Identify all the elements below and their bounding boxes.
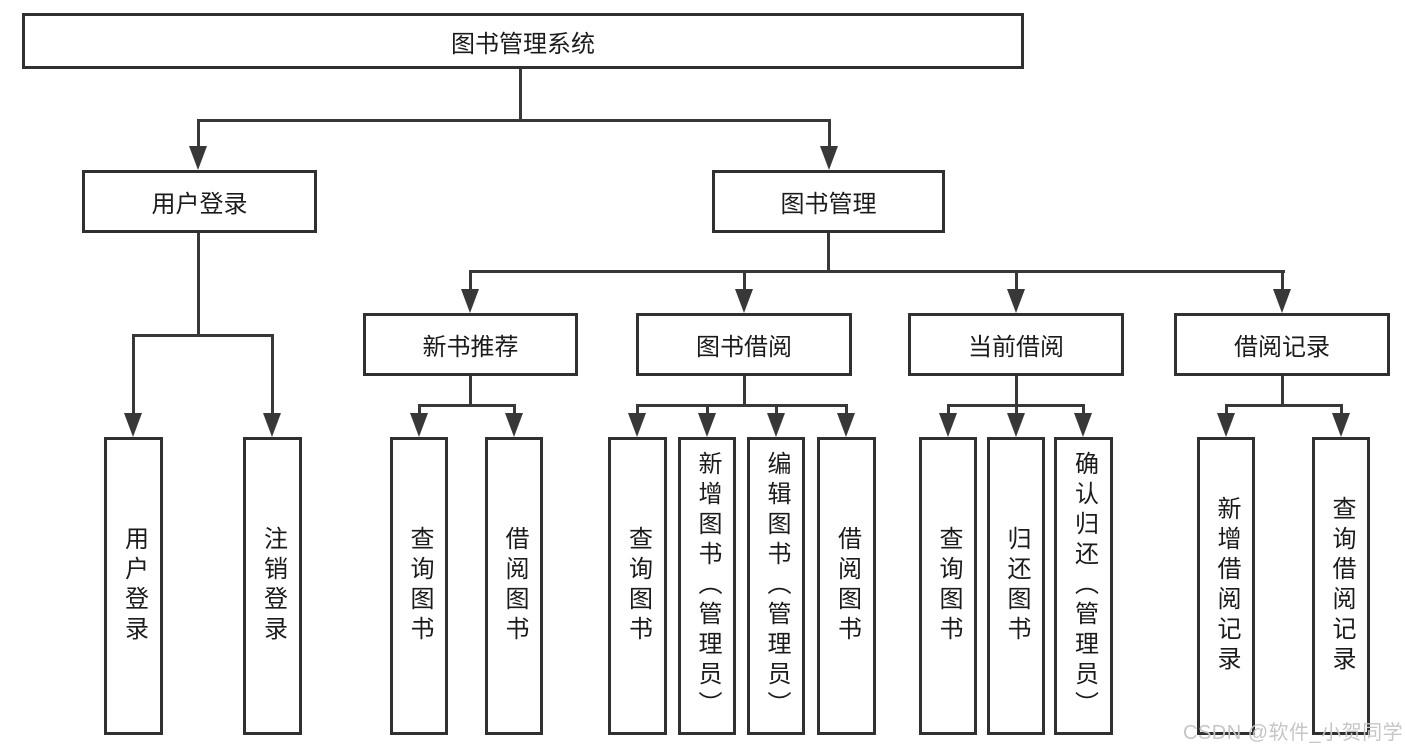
arrow-down-icon [1273, 289, 1291, 313]
arrow-down-icon [698, 413, 716, 437]
arrow-down-icon [820, 146, 838, 170]
node-user-login: 用户登录 [82, 170, 317, 233]
connector-line [132, 334, 135, 415]
arrow-down-icon [124, 413, 142, 437]
arrow-down-icon [461, 289, 479, 313]
node-new-book-recommendation: 新书推荐 [363, 313, 578, 376]
connector-line [1082, 404, 1085, 415]
leaf-add-borrow-record: 新增借阅记录 [1197, 437, 1255, 735]
connector-line [845, 404, 848, 415]
connector-line [1340, 404, 1343, 415]
arrow-down-icon [189, 146, 207, 170]
connector-line [197, 233, 200, 337]
node-borrowing-records: 借阅记录 [1174, 313, 1390, 376]
leaf-confirm-return-admin: 确认归还（管理员） [1054, 437, 1113, 735]
connector-line [706, 404, 709, 415]
node-current-borrowing: 当前借阅 [908, 313, 1124, 376]
leaf-borrow-books-newbook: 借阅图书 [485, 437, 543, 735]
watermark: CSDN @软件_小贺同学 [1183, 722, 1404, 744]
connector-line [1225, 404, 1228, 415]
leaf-query-borrow-record: 查询借阅记录 [1312, 437, 1370, 735]
connector-line [132, 334, 274, 337]
connector-line [743, 270, 746, 290]
leaf-query-books-borrowing: 查询图书 [608, 437, 667, 735]
connector-line [743, 376, 746, 407]
connector-line [1225, 404, 1343, 407]
leaf-user-login: 用户登录 [104, 437, 163, 735]
arrow-down-icon [939, 413, 957, 437]
connector-line [271, 334, 274, 415]
arrow-down-icon [735, 289, 753, 313]
node-library-management-system: 图书管理系统 [22, 13, 1024, 69]
connector-line [1015, 404, 1018, 415]
arrow-down-icon [1007, 413, 1025, 437]
connector-line [519, 69, 522, 122]
leaf-add-books-admin: 新增图书（管理员） [678, 437, 736, 735]
connector-line [828, 119, 831, 148]
leaf-borrow-books-borrowing: 借阅图书 [817, 437, 876, 735]
leaf-return-books: 归还图书 [987, 437, 1045, 735]
arrow-down-icon [410, 413, 428, 437]
connector-line [418, 404, 516, 407]
connector-line [197, 119, 831, 122]
node-book-management: 图书管理 [712, 170, 945, 233]
connector-line [469, 376, 472, 407]
connector-line [1015, 270, 1018, 290]
connector-line [513, 404, 516, 415]
connector-line [1281, 270, 1284, 290]
arrow-down-icon [767, 413, 785, 437]
leaf-query-books-newbook: 查询图书 [390, 437, 448, 735]
connector-line [469, 270, 1285, 273]
connector-line [636, 404, 848, 407]
leaf-query-books-current: 查询图书 [919, 437, 977, 735]
arrow-down-icon [1332, 413, 1350, 437]
arrow-down-icon [628, 413, 646, 437]
arrow-down-icon [837, 413, 855, 437]
connector-line [947, 404, 950, 415]
connector-line [775, 404, 778, 415]
connector-line [418, 404, 421, 415]
leaf-edit-books-admin: 编辑图书（管理员） [747, 437, 805, 735]
arrow-down-icon [263, 413, 281, 437]
arrow-down-icon [1074, 413, 1092, 437]
connector-line [636, 404, 639, 415]
leaf-logout: 注销登录 [243, 437, 302, 735]
connector-line [1015, 376, 1018, 407]
connector-line [197, 119, 200, 148]
node-book-borrowing: 图书借阅 [636, 313, 852, 376]
connector-line [1281, 376, 1284, 407]
arrow-down-icon [1007, 289, 1025, 313]
arrow-down-icon [1217, 413, 1235, 437]
connector-line [469, 270, 472, 290]
connector-line [827, 233, 830, 273]
arrow-down-icon [505, 413, 523, 437]
